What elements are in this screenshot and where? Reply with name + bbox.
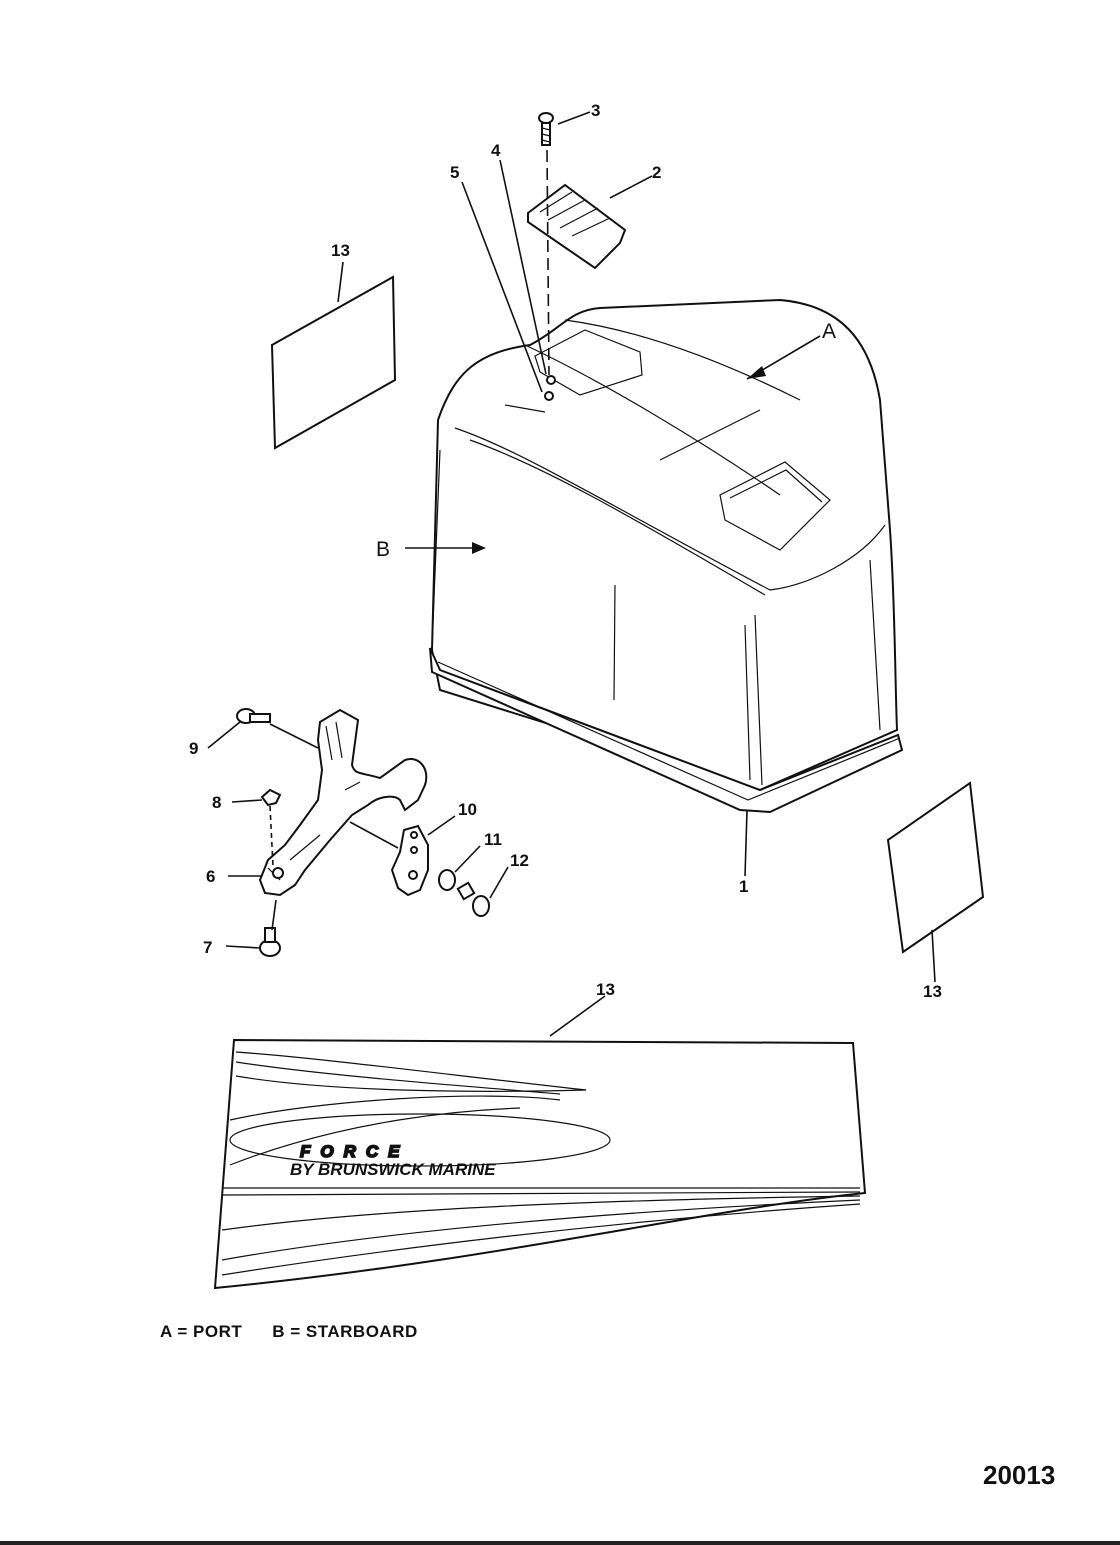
legend-starboard: B = STARBOARD [272,1322,418,1341]
fastener-part-7 [259,927,281,957]
view-label-b: B [376,538,390,561]
callout-4: 4 [491,141,501,160]
callout-5: 5 [450,163,459,182]
callout-6: 6 [206,867,215,886]
legend-port: A = PORT [160,1322,243,1341]
clip-part-10 [390,824,429,897]
callout-3: 3 [591,101,600,120]
callout-13-decal: 13 [596,980,615,999]
callout-11: 11 [484,830,502,849]
top-cowl [429,298,904,814]
screw-part-3 [538,112,554,376]
bracket-part-6 [258,708,428,897]
callout-10: 10 [458,800,477,819]
screw-part-9 [236,708,271,724]
bottom-border [0,1541,1120,1545]
view-legend: A = PORT B = STARBOARD [160,1322,418,1342]
callout-12: 12 [510,851,529,870]
top-cover-plate [527,183,627,270]
figure-number: 20013 [983,1460,1056,1490]
screw-part-12 [456,881,490,917]
decal-panel-right [886,781,985,954]
decal-sub-text: BY BRUNSWICK MARINE [290,1160,496,1179]
view-label-a: A [822,320,836,343]
callout-7: 7 [203,938,212,957]
decal-panel-left [270,275,397,450]
decal-brand-text: FORCE [300,1142,410,1161]
callout-8: 8 [212,793,221,812]
side-decal: FORCE BY BRUNSWICK MARINE [213,1038,867,1290]
leader-lines [207,111,936,1037]
callout-13-right: 13 [923,982,942,1001]
callout-13-left: 13 [331,241,350,260]
callout-2: 2 [652,163,661,182]
callout-9: 9 [189,739,198,758]
callout-1: 1 [739,877,748,896]
washer-part-11 [438,869,456,891]
clip-part-8 [260,788,282,807]
